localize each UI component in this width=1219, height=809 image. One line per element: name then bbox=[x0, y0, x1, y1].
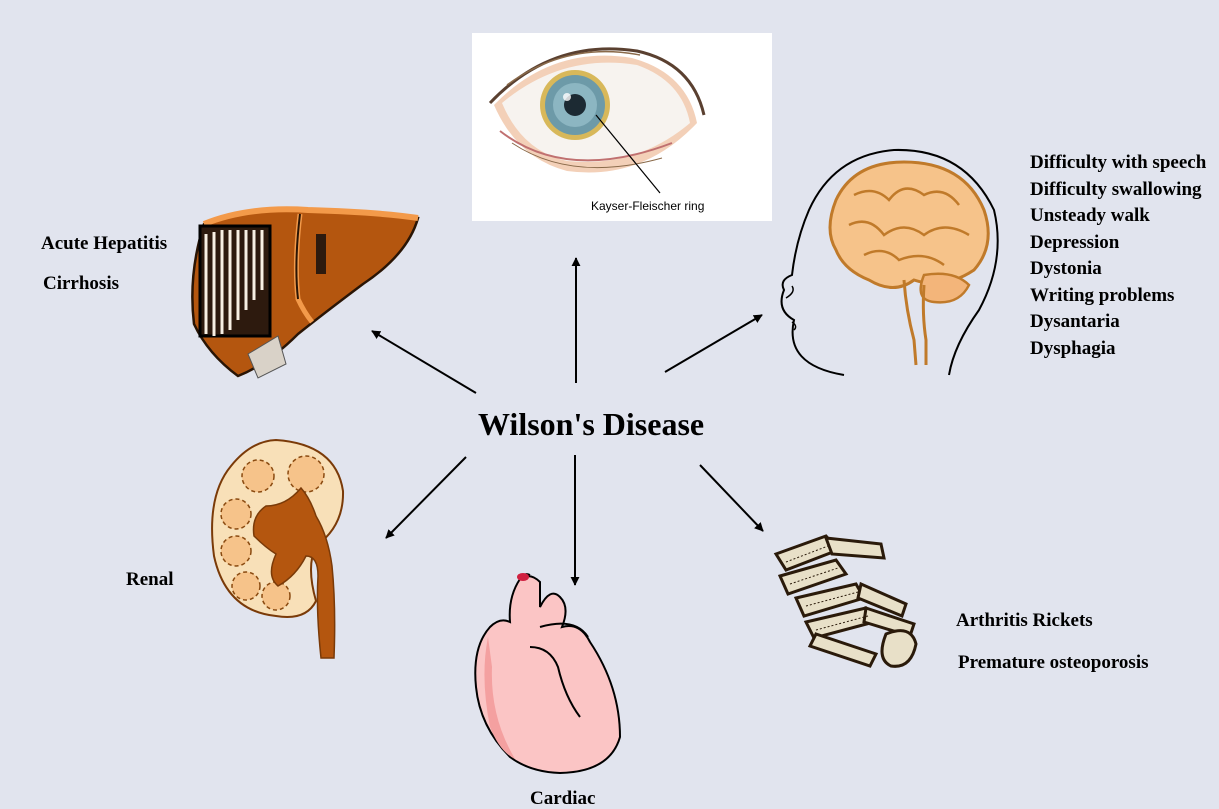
brain-symptom: Difficulty swallowing bbox=[1030, 177, 1206, 204]
hand-bones-icon bbox=[766, 524, 926, 672]
bones-label-osteoporosis: Premature osteoporosis bbox=[958, 653, 1149, 672]
eye-icon bbox=[472, 33, 772, 221]
kidney-label: Renal bbox=[126, 570, 174, 589]
arrow-to-kidney bbox=[386, 457, 466, 538]
brain-symptom-list: Difficulty with speech Difficulty swallo… bbox=[1030, 150, 1206, 362]
brain-symptom: Dystonia bbox=[1030, 256, 1206, 283]
brain-symptom: Difficulty with speech bbox=[1030, 150, 1206, 177]
brain-symptom: Dysphagia bbox=[1030, 336, 1206, 363]
heart-icon bbox=[470, 567, 626, 777]
liver-icon bbox=[188, 204, 424, 382]
diagram-title: Wilson's Disease bbox=[478, 408, 704, 440]
brain-icon bbox=[774, 140, 1004, 380]
eye-illustration: Kayser-Fleischer ring bbox=[472, 33, 772, 221]
liver-label-hepatitis: Acute Hepatitis bbox=[41, 234, 167, 253]
kidney-icon bbox=[206, 436, 346, 660]
brain-symptom: Dysantaria bbox=[1030, 309, 1206, 336]
liver-label-cirrhosis: Cirrhosis bbox=[43, 274, 119, 293]
brain-symptom: Unsteady walk bbox=[1030, 203, 1206, 230]
arrow-to-brain bbox=[665, 315, 762, 372]
kayser-fleischer-label: Kayser-Fleischer ring bbox=[591, 199, 704, 213]
brain-symptom: Writing problems bbox=[1030, 283, 1206, 310]
brain-symptom: Depression bbox=[1030, 230, 1206, 257]
bones-label-arthritis: Arthritis Rickets bbox=[956, 611, 1093, 630]
arrow-to-bones bbox=[700, 465, 763, 531]
heart-label: Cardiac bbox=[530, 789, 595, 808]
